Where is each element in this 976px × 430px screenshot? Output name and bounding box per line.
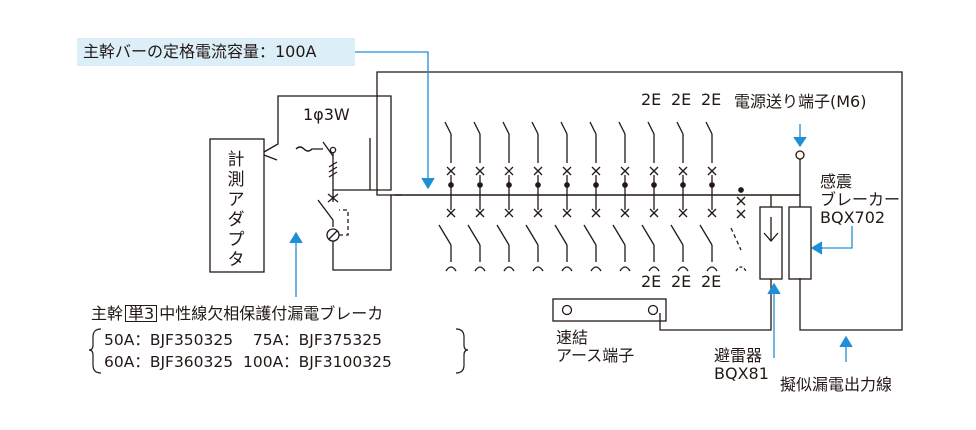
branch-upper-switch [502, 121, 510, 135]
model-row: 60A：BJF360325 100A：BJF3100325 [104, 351, 392, 373]
branch-upper-switch [647, 121, 655, 135]
branch-lower-switch [583, 224, 597, 246]
meter-adapter-char: タ [227, 250, 245, 270]
branch-lower-switch [612, 224, 626, 246]
branch-outlet [706, 266, 718, 272]
branch-lower-switch [554, 224, 568, 246]
branch-upper-switch [618, 121, 626, 135]
power-feed-terminal [795, 150, 805, 160]
model-row: 50A：BJF350325 75A：BJF375325 [104, 329, 392, 351]
main-breaker-prefix: 主幹 [91, 304, 124, 323]
spare-switch [730, 227, 742, 251]
model-entry: 50A：BJF350325 [104, 331, 234, 349]
spare-outlet [735, 266, 747, 272]
branch-upper-switch [560, 121, 568, 135]
branch-upper-switch [589, 121, 597, 135]
meter-adapter-char: 測 [227, 170, 245, 190]
top-2e-label: 2E [641, 90, 662, 109]
busbar-capacity-banner: 主幹バーの定格電流容量：100A [77, 38, 355, 66]
branch-lower-switch [438, 224, 452, 246]
branch-lower-switch [467, 224, 481, 246]
surge-arrester-title: 避雷器 [714, 346, 763, 365]
branch-lower-switch [699, 224, 713, 246]
top-2e-label: 2E [701, 90, 722, 109]
earth-terminal-line1: 速結 [556, 328, 589, 347]
main-breaker-suffix: 中性線欠相保護付漏電ブレーカ [159, 304, 384, 323]
branch-lower-switch [670, 224, 684, 246]
branch-outlet [474, 266, 486, 272]
branch-lower-switch [496, 224, 510, 246]
meter-adapter-char: ダ [227, 210, 245, 230]
bottom-2e-label: 2E [641, 272, 662, 291]
branch-upper-switch [444, 121, 452, 135]
earth-terminal-block [552, 298, 667, 322]
seismic-breaker-line2: ブレーカー [820, 190, 901, 209]
branch-upper-switch [705, 121, 713, 135]
branch-outlet [503, 266, 515, 272]
earth-terminal-line2: アース端子 [556, 346, 635, 365]
meter-adapter-char: 計 [227, 150, 245, 170]
spare-bus-node [738, 187, 744, 193]
branch-outlet [619, 266, 631, 272]
surge-arrester-model: BQX81 [714, 364, 769, 383]
meter-adapter-char: ア [227, 190, 245, 210]
bottom-2e-label: 2E [701, 272, 722, 291]
branch-outlet [648, 266, 660, 272]
main-breaker-model-list: 50A：BJF350325 75A：BJF375325 60A：BJF36032… [104, 329, 392, 373]
branch-outlet [590, 266, 602, 272]
phase-label: 1φ3W [303, 105, 350, 124]
branch-upper-switch [531, 121, 539, 135]
seismic-breaker-box [788, 206, 812, 280]
power-terminal-label: 電源送り端子(M6) [734, 92, 867, 111]
leak-output-label: 擬似漏電出力線 [780, 375, 893, 394]
seismic-breaker-title: 感震 [820, 172, 853, 191]
branch-outlet [561, 266, 573, 272]
model-brackets [88, 328, 469, 374]
model-entry: 60A：BJF360325 [104, 353, 234, 371]
model-entry: 100A：BJF3100325 [242, 353, 392, 371]
branch-outlet [677, 266, 689, 272]
bottom-2e-label: 2E [671, 272, 692, 291]
branch-outlet [445, 266, 457, 272]
top-2e-label: 2E [671, 90, 692, 109]
branch-lower-switch [641, 224, 655, 246]
single-phase-tag: 単3 [125, 305, 158, 322]
meter-adapter-label: 計 測 ア ダ プ タ [226, 150, 246, 270]
model-entry: 75A：BJF375325 [252, 331, 382, 349]
branch-outlet [532, 266, 544, 272]
seismic-breaker-model: BQX702 [820, 208, 886, 227]
branch-upper-switch [473, 121, 481, 135]
branch-lower-switch [525, 224, 539, 246]
meter-adapter-box [209, 138, 265, 273]
branch-upper-switch [676, 121, 684, 135]
meter-adapter-char: プ [227, 230, 245, 250]
